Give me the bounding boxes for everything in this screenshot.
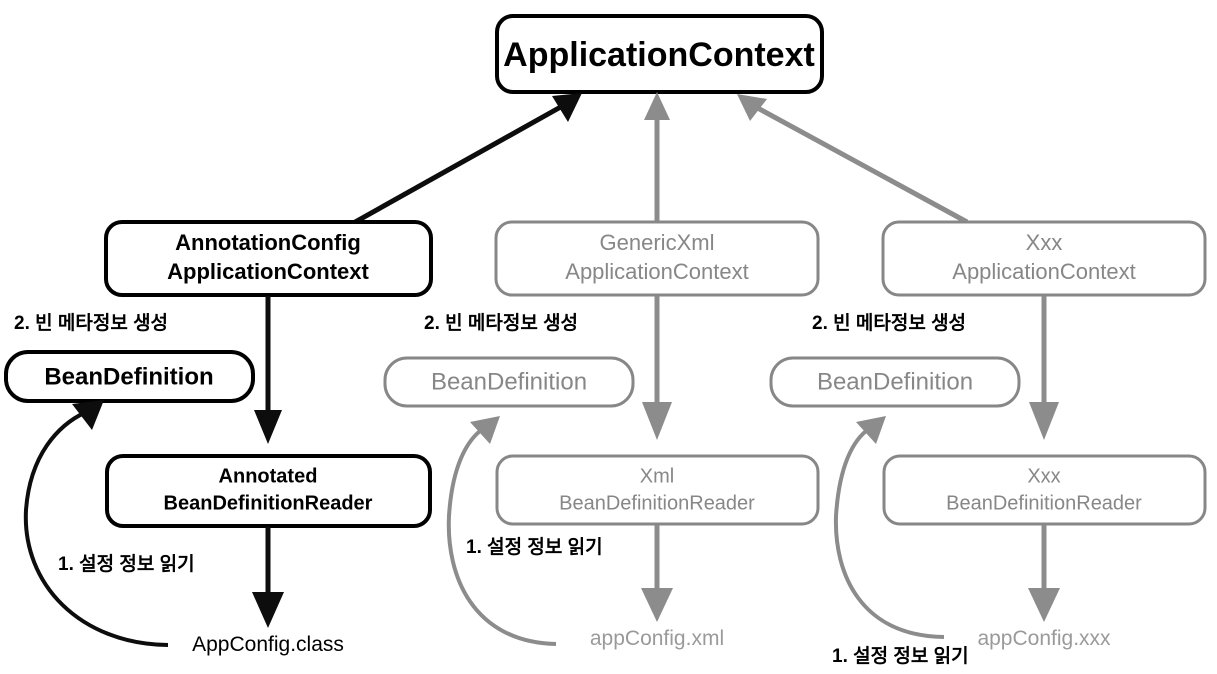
edge-xxx-file-to-beandefinition bbox=[833, 416, 945, 639]
edge-genericxml-context-to-reader bbox=[642, 296, 672, 440]
xxx-line1: Xxx bbox=[1026, 230, 1063, 255]
xxx-config-file-label: appConfig.xxx bbox=[977, 627, 1111, 650]
annotation-beandefinition-label: BeanDefinition bbox=[44, 363, 213, 390]
genericxml-line2: ApplicationContext bbox=[565, 259, 748, 284]
xxx-reader-box bbox=[882, 454, 1207, 526]
annotationconfig-line2: ApplicationContext bbox=[167, 259, 369, 284]
genericxml-box bbox=[494, 220, 820, 297]
annotated-reader-line1: Annotated bbox=[219, 465, 318, 487]
node-annotation-beandefinition[interactable]: BeanDefinition bbox=[4, 350, 255, 403]
xml-reader-line2: BeanDefinitionReader bbox=[559, 492, 755, 514]
node-xxx-beandefinitionreader[interactable]: Xxx BeanDefinitionReader bbox=[882, 454, 1207, 526]
node-genericxml-applicationcontext[interactable]: GenericXml ApplicationContext bbox=[494, 220, 820, 297]
edge-genericxml-to-context bbox=[644, 92, 670, 222]
node-xml-beandefinitionreader[interactable]: Xml BeanDefinitionReader bbox=[495, 454, 820, 526]
edge-annotation-to-context bbox=[346, 93, 582, 229]
edge-genericxml-file-to-beandefinition bbox=[446, 416, 557, 646]
node-genericxml-beandefinition[interactable]: BeanDefinition bbox=[383, 356, 635, 408]
genericxml-step2-label: 2. 빈 메타정보 생성 bbox=[424, 312, 578, 334]
xxx-box bbox=[881, 220, 1207, 297]
xxx-reader-line1: Xxx bbox=[1027, 465, 1060, 487]
genericxml-line1: GenericXml bbox=[600, 230, 715, 255]
genericxml-beandefinition-label: BeanDefinition bbox=[431, 368, 587, 395]
annotated-reader-line2: BeanDefinitionReader bbox=[164, 492, 373, 514]
annotationconfig-box bbox=[104, 220, 433, 297]
xxx-line2: ApplicationContext bbox=[952, 259, 1135, 284]
genericxml-step1-label: 1. 설정 정보 읽기 bbox=[466, 536, 603, 558]
column-xxx: Xxx ApplicationContext 2. 빈 메타정보 생성 Bean… bbox=[769, 220, 1207, 667]
edge-annotation-reader-to-file bbox=[252, 527, 284, 628]
xml-reader-box bbox=[495, 454, 820, 526]
annotation-config-file-label: AppConfig.class bbox=[192, 633, 344, 656]
xxx-beandefinition-label: BeanDefinition bbox=[817, 368, 973, 395]
node-annotationconfig-applicationcontext[interactable]: AnnotationConfig ApplicationContext bbox=[104, 220, 433, 297]
node-application-context[interactable]: ApplicationContext bbox=[495, 14, 824, 94]
application-context-box bbox=[495, 14, 824, 94]
edge-xxx-context-to-reader bbox=[1029, 296, 1059, 440]
xxx-beandefinition-box bbox=[769, 356, 1021, 408]
edge-xxx-to-context bbox=[737, 94, 969, 225]
xxx-step1-label: 1. 설정 정보 읽기 bbox=[832, 645, 969, 667]
edge-genericxml-reader-to-file bbox=[641, 525, 673, 622]
node-xxx-beandefinition[interactable]: BeanDefinition bbox=[769, 356, 1021, 408]
node-xxx-applicationcontext[interactable]: Xxx ApplicationContext bbox=[881, 220, 1207, 297]
column-annotation: AnnotationConfig ApplicationContext 2. 빈… bbox=[4, 220, 433, 656]
annotated-reader-box bbox=[105, 454, 432, 528]
edge-annotation-context-to-reader bbox=[254, 296, 282, 444]
annotation-step2-label: 2. 빈 메타정보 생성 bbox=[14, 312, 168, 334]
xxx-step2-label: 2. 빈 메타정보 생성 bbox=[812, 312, 966, 334]
application-context-label: ApplicationContext bbox=[503, 36, 815, 74]
genericxml-beandefinition-box bbox=[383, 356, 635, 408]
xml-reader-line1: Xml bbox=[640, 465, 674, 487]
column-genericxml: GenericXml ApplicationContext 2. 빈 메타정보 … bbox=[383, 220, 820, 650]
node-annotated-beandefinitionreader[interactable]: Annotated BeanDefinitionReader bbox=[105, 454, 432, 528]
edge-xxx-reader-to-file bbox=[1028, 525, 1060, 622]
annotation-beandefinition-box bbox=[4, 350, 255, 403]
annotationconfig-line1: AnnotationConfig bbox=[175, 230, 361, 255]
genericxml-config-file-label: appConfig.xml bbox=[590, 627, 724, 650]
xxx-reader-line2: BeanDefinitionReader bbox=[946, 492, 1142, 514]
annotation-step1-label: 1. 설정 정보 읽기 bbox=[58, 553, 195, 575]
edge-annotation-file-to-beandefinition bbox=[23, 400, 169, 647]
